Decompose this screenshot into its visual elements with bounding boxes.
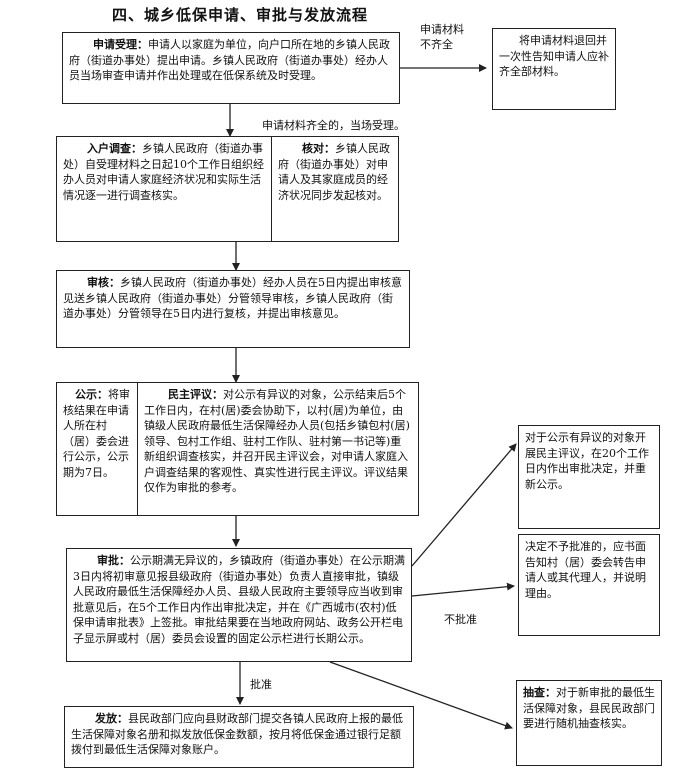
box-text: 公示期满无异议的，乡镇政府（街道办事处）在公示期满3日内将初审意见报县级政府（街… [73,554,405,645]
box-text: 将审核结果在申请人所在村（居）委会进行公示，公示期为7日。 [63,388,130,479]
box-label: 审批： [97,554,130,567]
box-label: 公示： [75,388,108,401]
box-text: 决定不予批准的，应书面告知村（居）委会转告申请人或其代理人，并说明理由。 [525,540,646,600]
box-label: 入户调查： [87,142,142,155]
note-not-approved: 不批准 [444,613,477,626]
box-fund-payment: 发放：县民政部门应向县财政部门提交各镇人民政府上报的最低生活保障对象名册和拟发放… [64,706,414,768]
box-verification: 核对：乡镇人民政府（街道办事处）对申请人及其家庭成员的经济状况同步发起核对。 [271,136,399,242]
box-text: 申请人以家庭为单位，向户口所在地的乡镇人民政府（街道办事处）提出申请。乡镇人民政… [69,38,390,82]
box-text: 乡镇人民政府（街道办事处）自受理材料之日起10个工作日组织经办人员对申请人家庭经… [63,142,264,202]
box-incomplete-materials: 将申请材料退回并一次性告知申请人应补齐全部材料。 [492,28,616,110]
box-publicity: 公示：将审核结果在申请人所在村（居）委会进行公示，公示期为7日。 [56,382,138,516]
arrow-to-spotcheck [329,661,513,730]
box-label: 核对： [302,142,335,155]
box-text: 对于公示有异议的对象开展民主评议，在20个工作日内作出审批决定，并重新公示。 [525,431,649,491]
box-text: 对公示有异议的对象，公示结束后5个工作日内，在村(居)委会协助下，以村(居)为单… [144,388,410,494]
box-label: 发放： [95,712,128,725]
box-reject-decision: 决定不予批准的，应书面告知村（居）委会转告申请人或其代理人，并说明理由。 [518,534,660,636]
box-review: 审核：乡镇人民政府（街道办事处）经办人员在5日内提出审核意见送乡镇人民政府（街道… [56,270,410,348]
note-approved: 批准 [250,678,272,691]
box-spot-check: 抽查：对于新审批的最低生活保障对象，县民民政部门要进行随机抽查核实。 [516,680,662,766]
arrow-to-reject [411,582,515,597]
arrow-to-objection [411,443,517,567]
box-label: 抽查： [523,686,556,699]
box-text: 乡镇人民政府（街道办事处）经办人员在5日内提出审核意见送乡镇人民政府（街道办事处… [63,276,402,320]
box-label: 审核： [87,276,120,289]
box-text: 县民政部门应向县财政部门提交各镇人民政府上报的最低生活保障对象名册和拟发放低保金… [71,712,403,756]
note-complete-materials: 申请材料齐全的，当场受理。 [262,119,405,132]
box-label: 申请受理： [93,38,148,51]
box-application-acceptance: 申请受理：申请人以家庭为单位，向户口所在地的乡镇人民政府（街道办事处）提出申请。… [62,32,400,104]
page-title: 四、城乡低保申请、审批与发放流程 [112,6,369,24]
box-democratic-review: 民主评议：对公示有异议的对象，公示结束后5个工作日内，在村(居)委会协助下，以村… [137,382,419,516]
box-household-survey: 入户调查：乡镇人民政府（街道办事处）自受理材料之日起10个工作日组织经办人员对申… [56,136,272,242]
box-text: 将申请材料退回并一次性告知申请人应补齐全部材料。 [499,34,609,78]
box-objection-handling: 对于公示有异议的对象开展民主评议，在20个工作日内作出审批决定，并重新公示。 [518,425,660,529]
box-approval: 审批：公示期满无异议的，乡镇政府（街道办事处）在公示期满3日内将初审意见报县级政… [66,548,412,662]
box-text: 乡镇人民政府（街道办事处）对申请人及其家庭成员的经济状况同步发起核对。 [278,142,390,202]
box-text: 对于新审批的最低生活保障对象，县民民政部门要进行随机抽查核实。 [523,686,655,730]
note-incomplete-materials: 申请材料 不齐全 [420,23,464,51]
box-label: 民主评议： [168,388,223,401]
